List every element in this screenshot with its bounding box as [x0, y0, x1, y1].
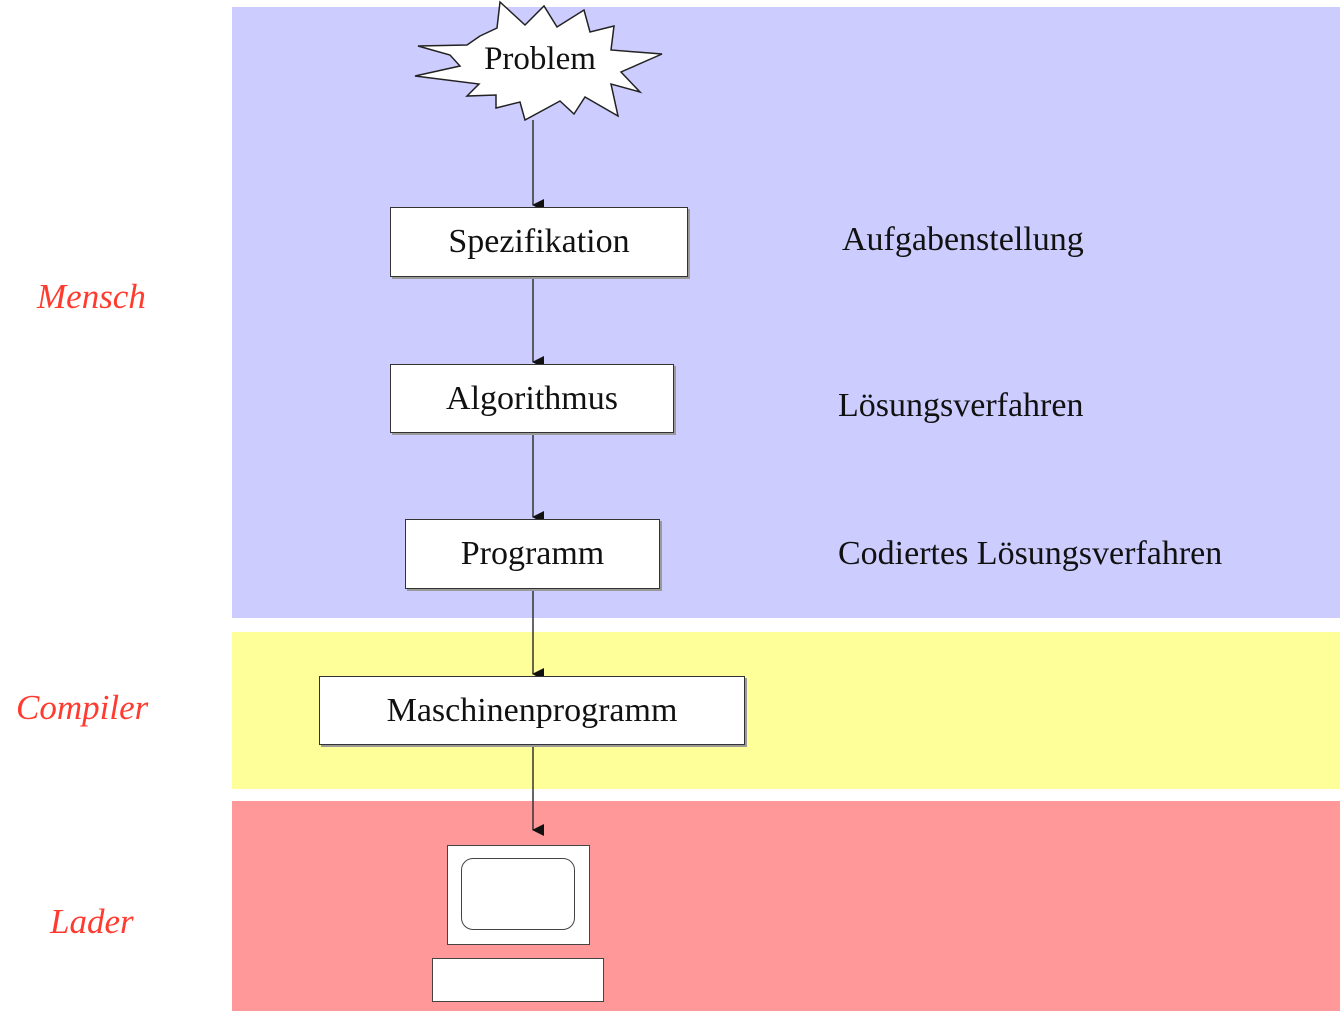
- spezifikation-description: Aufgabenstellung: [842, 221, 1084, 258]
- lader-layer-band: [232, 801, 1340, 1011]
- mensch-layer-band: [232, 7, 1340, 618]
- keyboard-icon: [432, 958, 604, 1002]
- monitor-icon: [447, 845, 590, 945]
- screen-icon: [461, 858, 575, 930]
- problem-label: Problem: [484, 41, 596, 77]
- programm-description: Codiertes Lösungsverfahren: [838, 535, 1223, 572]
- maschinenprogramm-box: Maschinenprogramm: [319, 676, 745, 745]
- algorithmus-box: Algorithmus: [390, 364, 674, 433]
- compiler-layer-label: Compiler: [16, 688, 149, 727]
- lader-layer-label: Lader: [50, 902, 134, 941]
- mensch-layer-label: Mensch: [37, 277, 146, 316]
- programm-box: Programm: [405, 519, 660, 589]
- spezifikation-box: Spezifikation: [390, 207, 688, 277]
- problem-burst-shape: [414, 0, 663, 122]
- algorithmus-description: Lösungsverfahren: [838, 387, 1084, 424]
